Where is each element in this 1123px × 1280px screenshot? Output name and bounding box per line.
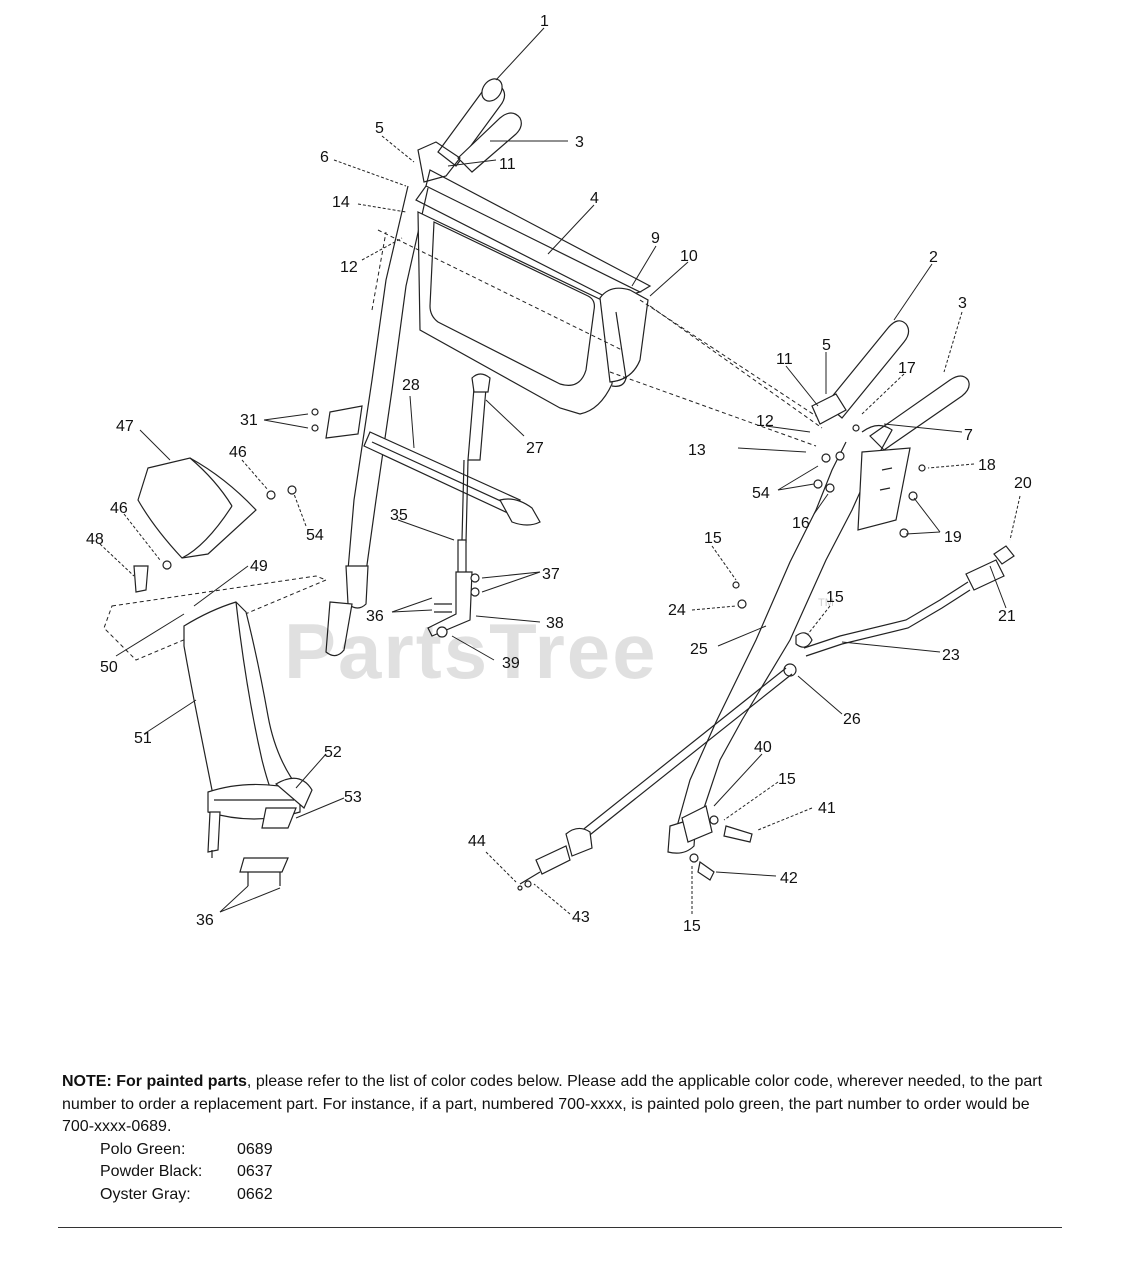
callout-5: 5 xyxy=(375,120,384,137)
callout-52: 52 xyxy=(324,744,342,761)
shift-rod xyxy=(517,545,1015,891)
callout-10: 10 xyxy=(680,248,698,265)
callout-27: 27 xyxy=(526,440,544,457)
callout-11: 11 xyxy=(776,351,793,368)
callout-15: 15 xyxy=(704,530,722,547)
callout-41: 41 xyxy=(818,800,836,817)
callout-46: 46 xyxy=(229,444,247,461)
cross-rod xyxy=(311,405,541,526)
callout-6: 6 xyxy=(320,149,329,166)
upper-handle xyxy=(325,78,823,657)
callout-37: 37 xyxy=(542,566,560,583)
callout-12: 12 xyxy=(756,413,774,430)
callout-11: 11 xyxy=(499,156,516,173)
callout-5: 5 xyxy=(822,337,831,354)
crank-rod xyxy=(461,373,491,543)
callout-19: 19 xyxy=(944,529,962,546)
callout-28: 28 xyxy=(402,377,420,394)
callout-44: 44 xyxy=(468,833,486,850)
callout-9: 9 xyxy=(651,230,660,247)
color-code: 0689 xyxy=(237,1140,273,1158)
callout-53: 53 xyxy=(344,789,362,806)
color-name: Powder Black: xyxy=(100,1163,203,1180)
callout-14: 14 xyxy=(332,194,350,211)
callout-20: 20 xyxy=(1014,475,1032,492)
color-code: 0637 xyxy=(237,1163,273,1180)
note-paragraph: NOTE: For painted parts, please refer to… xyxy=(62,1071,1052,1139)
chute xyxy=(103,575,328,886)
callout-51: 51 xyxy=(134,730,152,747)
callout-48: 48 xyxy=(86,531,104,548)
bottom-divider xyxy=(58,1227,1062,1228)
callout-2: 2 xyxy=(929,249,938,266)
callout-47: 47 xyxy=(116,418,134,435)
color-code-list: Polo Green: 0689 Powder Black: 0637 Oyst… xyxy=(100,1139,1052,1207)
callout-46: 46 xyxy=(110,500,128,517)
callout-4: 4 xyxy=(590,190,599,207)
callout-1: 1 xyxy=(540,13,549,30)
parts-diagram: PartsTree TM 1 2 3 3 4 5 5 6 7 9 10 11 1… xyxy=(86,13,1032,935)
watermark-text: PartsTree xyxy=(284,607,658,695)
callout-25: 25 xyxy=(690,641,708,658)
callout-15: 15 xyxy=(778,771,796,788)
callout-31: 31 xyxy=(240,412,258,429)
note-body: , please refer to the list of color code… xyxy=(62,1073,1043,1135)
callout-13: 13 xyxy=(688,442,706,459)
color-code-row: Oyster Gray: 0662 xyxy=(100,1184,1052,1207)
color-name: Polo Green: xyxy=(100,1140,186,1158)
right-handle xyxy=(667,320,970,881)
callout-24: 24 xyxy=(668,602,686,619)
callout-38: 38 xyxy=(546,615,564,632)
callout-numbers: 1 2 3 3 4 5 5 6 7 9 10 11 11 12 12 13 14… xyxy=(86,13,1032,935)
callout-15: 15 xyxy=(826,589,844,606)
callout-26: 26 xyxy=(843,711,861,728)
callout-39: 39 xyxy=(502,655,520,672)
callout-49: 49 xyxy=(250,558,268,575)
watermark-trademark: TM xyxy=(818,597,834,609)
callout-7: 7 xyxy=(964,427,973,444)
painted-parts-note: NOTE: For painted parts, please refer to… xyxy=(62,1071,1052,1206)
callout-15: 15 xyxy=(683,918,701,935)
color-name: Oyster Gray: xyxy=(100,1185,191,1203)
callout-12: 12 xyxy=(340,259,358,276)
callout-16: 16 xyxy=(792,515,810,532)
color-code-row: Polo Green: 0689 xyxy=(100,1139,1052,1162)
callout-50: 50 xyxy=(100,659,118,676)
callout-3: 3 xyxy=(575,134,584,151)
callout-3: 3 xyxy=(958,295,967,312)
color-code: 0662 xyxy=(237,1185,273,1203)
leader-lines xyxy=(99,27,1021,915)
callout-36: 36 xyxy=(196,912,214,929)
callout-40: 40 xyxy=(754,739,772,756)
callout-35: 35 xyxy=(390,507,408,524)
callout-23: 23 xyxy=(942,647,960,664)
chute-bracket xyxy=(427,539,480,638)
callout-42: 42 xyxy=(780,870,798,887)
callout-54: 54 xyxy=(752,485,770,502)
callout-18: 18 xyxy=(978,457,996,474)
chute-deflector xyxy=(133,457,297,593)
callout-43: 43 xyxy=(572,909,590,926)
callout-17: 17 xyxy=(898,360,916,377)
callout-36: 36 xyxy=(366,608,384,625)
note-label: NOTE: xyxy=(62,1073,112,1090)
note-bold-phrase: For painted parts xyxy=(116,1073,247,1090)
callout-54: 54 xyxy=(306,527,324,544)
color-code-row: Powder Black: 0637 xyxy=(100,1161,1052,1184)
callout-21: 21 xyxy=(998,608,1016,625)
